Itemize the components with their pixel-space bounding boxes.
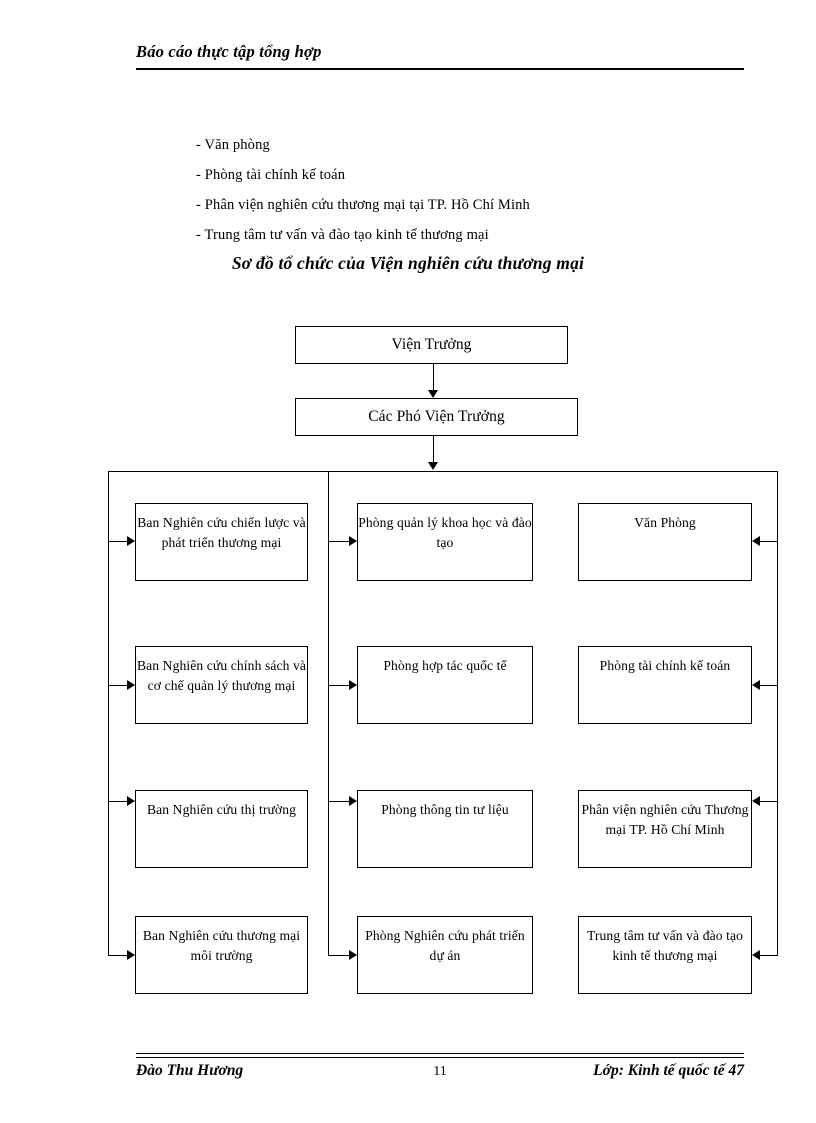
connector-rail-to-donvi-2 [760, 685, 777, 686]
org-node-label: Các Phó Viện Trưởng [368, 408, 505, 425]
arrowhead-left [752, 796, 760, 806]
org-node-label: Viện Trưởng [391, 336, 472, 353]
org-node-donvi-1: Văn Phòng [578, 503, 752, 581]
org-node-label: Ban Nghiên cứu chính sách và cơ chế quản… [136, 658, 307, 693]
footer-page-number: 11 [433, 1064, 447, 1079]
connector-rail-to-phong-4 [328, 955, 349, 956]
connector-director-to-deputies [433, 364, 434, 390]
org-node-label: Ban Nghiên cứu thương mại môi trường [142, 928, 301, 963]
arrowhead-right [127, 950, 135, 960]
org-node-label: Ban Nghiên cứu chiến lược và phát triển … [137, 515, 306, 550]
connector-rail-to-donvi-4 [760, 955, 777, 956]
header-divider [136, 68, 744, 70]
page-footer: Đào Thu Hương 11 Lớp: Kinh tế quốc tế 47 [136, 1062, 744, 1090]
list-item: - Văn phòng [196, 137, 270, 153]
org-node-phong-2: Phòng hợp tác quốc tế [357, 646, 533, 724]
connector-rail-to-phong-1 [328, 541, 349, 542]
arrowhead-left [752, 536, 760, 546]
arrowhead-right [127, 796, 135, 806]
arrowhead-right [127, 680, 135, 690]
bullet-list: - Văn phòng - Phòng tài chính kế toán - … [196, 130, 756, 250]
org-node-label: Phân viện nghiên cứu Thương mại TP. Hồ C… [581, 802, 749, 837]
org-node-deputy-directors: Các Phó Viện Trưởng [295, 398, 578, 436]
arrowhead-right [127, 536, 135, 546]
org-node-phong-4: Phòng Nghiên cứu phát triển dự án [357, 916, 533, 994]
arrowhead-right [349, 950, 357, 960]
connector-rail-to-phong-2 [328, 685, 349, 686]
org-node-director: Viện Trưởng [295, 326, 568, 364]
connector-deputies-to-bus [433, 436, 434, 462]
org-node-ban-4: Ban Nghiên cứu thương mại môi trường [135, 916, 308, 994]
org-node-label: Trung tâm tư vấn và đào tạo kinh tế thươ… [586, 928, 744, 963]
figure-title: Sơ đồ tổ chức của Viện nghiên cứu thương… [231, 253, 585, 273]
connector-rail-to-donvi-1 [760, 541, 777, 542]
footer-divider-bottom [136, 1057, 744, 1058]
list-item: - Phân viện nghiên cứu thương mại tại TP… [196, 197, 530, 213]
header-title: Báo cáo thực tập tổng hợp [136, 42, 322, 61]
org-node-label: Văn Phòng [634, 515, 696, 530]
org-node-phong-1: Phòng quản lý khoa học và đào tạo [357, 503, 533, 581]
rail-left [108, 471, 109, 956]
arrowhead-left [752, 680, 760, 690]
arrowhead-right [349, 796, 357, 806]
connector-rail-to-ban-1 [108, 541, 127, 542]
rail-right [777, 471, 778, 956]
arrowhead-right [349, 536, 357, 546]
arrowhead-right [349, 680, 357, 690]
distribution-bus [108, 471, 778, 472]
org-node-donvi-2: Phòng tài chính kế toán [578, 646, 752, 724]
arrowhead-down [428, 390, 438, 398]
org-node-donvi-4: Trung tâm tư vấn và đào tạo kinh tế thươ… [578, 916, 752, 994]
footer-author: Đào Thu Hương [136, 1062, 244, 1079]
arrowhead-left [752, 950, 760, 960]
org-node-label: Phòng quản lý khoa học và đào tạo [358, 515, 532, 550]
org-node-ban-2: Ban Nghiên cứu chính sách và cơ chế quản… [135, 646, 308, 724]
list-item: - Phòng tài chính kế toán [196, 167, 346, 183]
arrowhead-down [428, 462, 438, 470]
connector-rail-to-donvi-3 [760, 801, 777, 802]
footer-class: Lớp: Kinh tế quốc tế 47 [593, 1062, 744, 1079]
page-header: Báo cáo thực tập tổng hợp [136, 42, 744, 74]
org-node-label: Phòng hợp tác quốc tế [383, 658, 507, 673]
org-node-label: Phòng tài chính kế toán [599, 658, 731, 673]
connector-rail-to-phong-3 [328, 801, 349, 802]
rail-middle [328, 471, 329, 956]
org-node-phong-3: Phòng thông tin tư liệu [357, 790, 533, 868]
footer-divider-top [136, 1053, 744, 1054]
org-node-ban-1: Ban Nghiên cứu chiến lược và phát triển … [135, 503, 308, 581]
org-node-label: Ban Nghiên cứu thị trường [146, 802, 296, 817]
list-item: - Trung tâm tư vấn và đào tạo kinh tế th… [196, 227, 489, 243]
connector-rail-to-ban-4 [108, 955, 127, 956]
org-node-donvi-3: Phân viện nghiên cứu Thương mại TP. Hồ C… [578, 790, 752, 868]
org-node-label: Phòng thông tin tư liệu [381, 802, 509, 817]
org-node-ban-3: Ban Nghiên cứu thị trường [135, 790, 308, 868]
connector-rail-to-ban-2 [108, 685, 127, 686]
org-node-label: Phòng Nghiên cứu phát triển dự án [365, 928, 525, 963]
connector-rail-to-ban-3 [108, 801, 127, 802]
